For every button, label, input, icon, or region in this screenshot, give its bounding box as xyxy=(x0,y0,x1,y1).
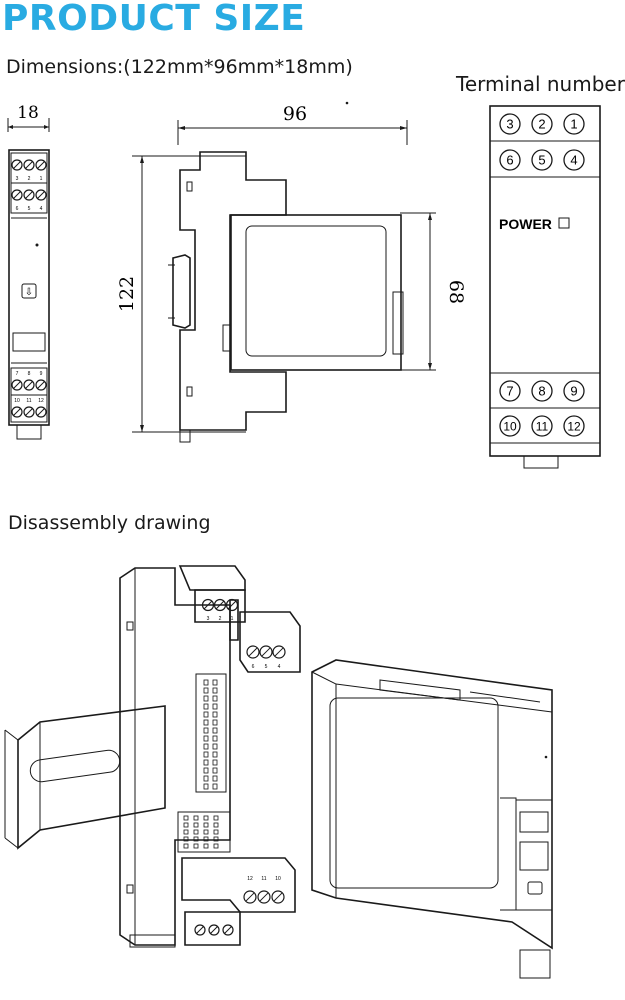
side-height-label: 122 xyxy=(116,276,138,312)
disasm-screw-2 xyxy=(213,598,227,612)
front-terminal-label: 5 xyxy=(28,206,31,212)
disasm-terminal-label: 1 xyxy=(231,616,234,622)
disassembly-drawing: 3 2 1 6 5 4 12 11 10 xyxy=(4,565,553,979)
power-indicator xyxy=(558,217,570,229)
front-terminal-label: 11 xyxy=(26,398,31,404)
terminal-5-circle xyxy=(531,149,553,171)
terminal-number-title: Terminal number xyxy=(456,72,625,96)
terminal-4-circle xyxy=(563,149,585,171)
disasm-terminal-label: 4 xyxy=(278,664,281,670)
disasm-screw-5 xyxy=(259,645,273,659)
terminal-12-circle xyxy=(563,415,585,437)
terminal-2-circle xyxy=(531,113,553,135)
front-terminal-label: 4 xyxy=(40,206,43,212)
disasm-screw-6 xyxy=(246,645,260,659)
front-terminal-label: 10 xyxy=(14,398,20,404)
front-screw-top-3 xyxy=(11,159,23,171)
terminal-5: 5 xyxy=(538,153,545,168)
terminal-3: 3 xyxy=(506,117,513,132)
terminal-11-circle xyxy=(531,415,553,437)
front-terminal-label: 8 xyxy=(28,371,31,377)
page-title: PRODUCT SIZE xyxy=(2,0,306,39)
disasm-terminal-label: 12 xyxy=(247,876,253,882)
side-view: 96 122 68 xyxy=(116,101,467,443)
dimensions-text: Dimensions:(122mm*96mm*18mm) xyxy=(6,56,353,78)
terminal-3-circle xyxy=(499,113,521,135)
disasm-terminal-label: 5 xyxy=(265,664,268,670)
front-screw-bottom-8 xyxy=(23,379,35,391)
front-terminal-label: 9 xyxy=(40,371,43,377)
module xyxy=(311,659,553,979)
front-screw-bottom-12 xyxy=(35,406,47,418)
disasm-screw-lower-1 xyxy=(208,924,220,936)
front-screw-top-4 xyxy=(35,189,47,201)
front-terminal-label: 12 xyxy=(38,398,44,404)
front-screw-top-5 xyxy=(23,189,35,201)
side-depth-label: 68 xyxy=(445,280,467,304)
terminal-7: 7 xyxy=(506,384,513,399)
power-label: POWER xyxy=(499,216,552,232)
led-indicator xyxy=(35,243,39,247)
front-terminal-label: 7 xyxy=(16,371,19,377)
arrow-down-icon: ⇩ xyxy=(25,287,33,298)
terminal-6: 6 xyxy=(506,153,513,168)
front-screw-top-6 xyxy=(11,189,23,201)
terminal-2: 2 xyxy=(538,117,545,132)
terminal-4: 4 xyxy=(570,153,577,168)
disasm-screw-lower-0 xyxy=(194,924,206,936)
front-screw-bottom-7 xyxy=(11,379,23,391)
terminal-12: 12 xyxy=(567,419,581,433)
disasm-screw-10 xyxy=(271,890,285,904)
din-rail xyxy=(4,705,166,850)
terminal-10: 10 xyxy=(503,419,517,433)
front-terminal-label: 3 xyxy=(16,176,19,182)
disasm-screw-4 xyxy=(272,645,286,659)
disasm-terminal-label: 10 xyxy=(275,876,281,882)
terminal-6-circle xyxy=(499,149,521,171)
disasm-terminal-label: 11 xyxy=(261,876,266,882)
terminal-8-circle xyxy=(531,380,553,402)
disasm-terminal-label: 3 xyxy=(207,616,210,622)
disasm-screw-1 xyxy=(225,598,239,612)
base-unit: 3 2 1 6 5 4 12 11 10 xyxy=(119,565,301,948)
disasm-screw-11 xyxy=(257,890,271,904)
front-screw-bottom-9 xyxy=(35,379,47,391)
front-terminal-label: 1 xyxy=(40,176,43,182)
terminal-1-circle xyxy=(563,113,585,135)
disasm-terminal-label: 6 xyxy=(252,664,255,670)
terminal-8: 8 xyxy=(538,384,545,399)
front-screw-top-1 xyxy=(35,159,47,171)
disasm-terminal-label: 2 xyxy=(219,616,222,622)
terminal-10-circle xyxy=(499,415,521,437)
front-screw-bottom-11 xyxy=(23,406,35,418)
terminal-1: 1 xyxy=(570,117,577,132)
terminal-9: 9 xyxy=(570,384,577,399)
front-screw-top-2 xyxy=(23,159,35,171)
terminal-9-circle xyxy=(563,380,585,402)
front-screw-bottom-10 xyxy=(11,406,23,418)
disasm-screw-3 xyxy=(201,598,215,612)
front-terminal-label: 6 xyxy=(16,206,19,212)
terminal-7-circle xyxy=(499,380,521,402)
terminal-11: 11 xyxy=(536,419,549,433)
terminal-panel: 3 2 1 6 5 4 7 8 9 10 11 12 POWER xyxy=(489,105,601,469)
front-view: 18 3 2 1 6 5 4 7 8 9 10 11 12 ⇩ xyxy=(7,103,50,440)
front-width-label: 18 xyxy=(17,103,39,123)
front-terminal-label: 2 xyxy=(28,176,31,182)
disassembly-title: Disassembly drawing xyxy=(8,512,211,534)
disasm-screw-lower-2 xyxy=(222,924,234,936)
disasm-screw-12 xyxy=(243,890,257,904)
side-width-label: 96 xyxy=(283,103,307,125)
